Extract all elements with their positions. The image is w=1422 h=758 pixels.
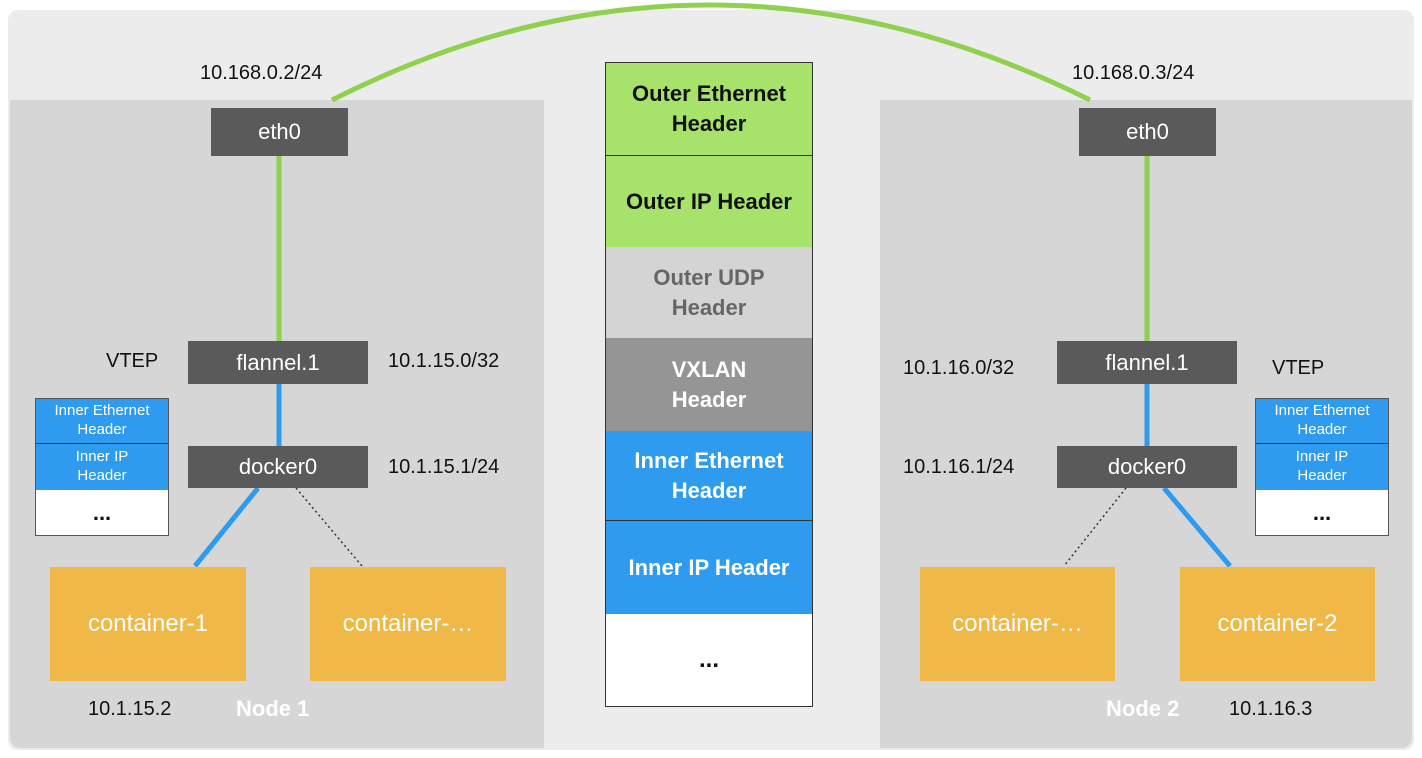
node1-docker-container1-link — [193, 486, 260, 568]
node1-eth0: eth0 — [211, 108, 348, 156]
frame-inner-ethernet-header: Inner Ethernet Header — [606, 431, 812, 521]
node2-docker0: docker0 — [1057, 446, 1237, 488]
node1-packet-inner-ethernet: Inner Ethernet Header — [36, 399, 168, 444]
node2-container-2-ip: 10.1.16.3 — [1229, 698, 1313, 720]
node1-eth0-ip: 10.168.0.2/24 — [200, 62, 323, 84]
frame-inner-ip-header: Inner IP Header — [606, 521, 812, 614]
frame-outer-ethernet-header: Outer Ethernet Header — [606, 63, 812, 156]
frame-ellipsis: ... — [606, 614, 812, 706]
node2-label: Node 2 — [1106, 696, 1180, 721]
node2-docker-container-other-link — [1063, 487, 1127, 567]
node2-flannel-ip: 10.1.16.0/32 — [903, 357, 1015, 379]
node2-eth0-ip: 10.168.0.3/24 — [1072, 62, 1195, 84]
node2-flannel: flannel.1 — [1057, 341, 1237, 384]
node2-container-other: container-… — [920, 567, 1115, 681]
node2-packet-inner-ethernet: Inner Ethernet Header — [1256, 399, 1388, 444]
node1-container-other: container-… — [310, 567, 506, 681]
node2-packet: Inner Ethernet Header Inner IP Header ..… — [1255, 398, 1389, 536]
node1-packet-inner-ip: Inner IP Header — [36, 444, 168, 490]
node1-label: Node 1 — [236, 696, 310, 721]
frame-vxlan-header: VXLAN Header — [606, 338, 812, 431]
node1-packet: Inner Ethernet Header Inner IP Header ..… — [35, 398, 169, 536]
node2-docker-container2-link — [1162, 486, 1232, 568]
node1-container-1: container-1 — [50, 567, 246, 681]
vxlan-frame: Outer Ethernet Header Outer IP Header Ou… — [605, 62, 813, 707]
node2-packet-ellipsis: ... — [1312, 500, 1332, 526]
vxlan-tunnel-link — [330, 2, 1092, 103]
node1-vtep-label: VTEP — [106, 350, 159, 372]
node2-eth0: eth0 — [1079, 108, 1216, 156]
node1-container-1-ip: 10.1.15.2 — [88, 698, 172, 720]
node1-docker0-ip: 10.1.15.1/24 — [388, 456, 500, 478]
node2-container-2: container-2 — [1180, 567, 1375, 681]
frame-outer-udp-header: Outer UDP Header — [606, 247, 812, 338]
node2-vtep-label: VTEP — [1272, 357, 1325, 379]
node1-packet-ellipsis: ... — [92, 500, 112, 526]
node2-docker0-ip: 10.1.16.1/24 — [903, 456, 1015, 478]
node1-flannel: flannel.1 — [188, 341, 368, 384]
node2-packet-inner-ip: Inner IP Header — [1256, 444, 1388, 490]
node1-docker0: docker0 — [188, 446, 368, 488]
frame-outer-ip-header: Outer IP Header — [606, 156, 812, 247]
node1-flannel-ip: 10.1.15.0/32 — [388, 350, 500, 372]
node1-docker-container-other-link — [295, 487, 363, 567]
